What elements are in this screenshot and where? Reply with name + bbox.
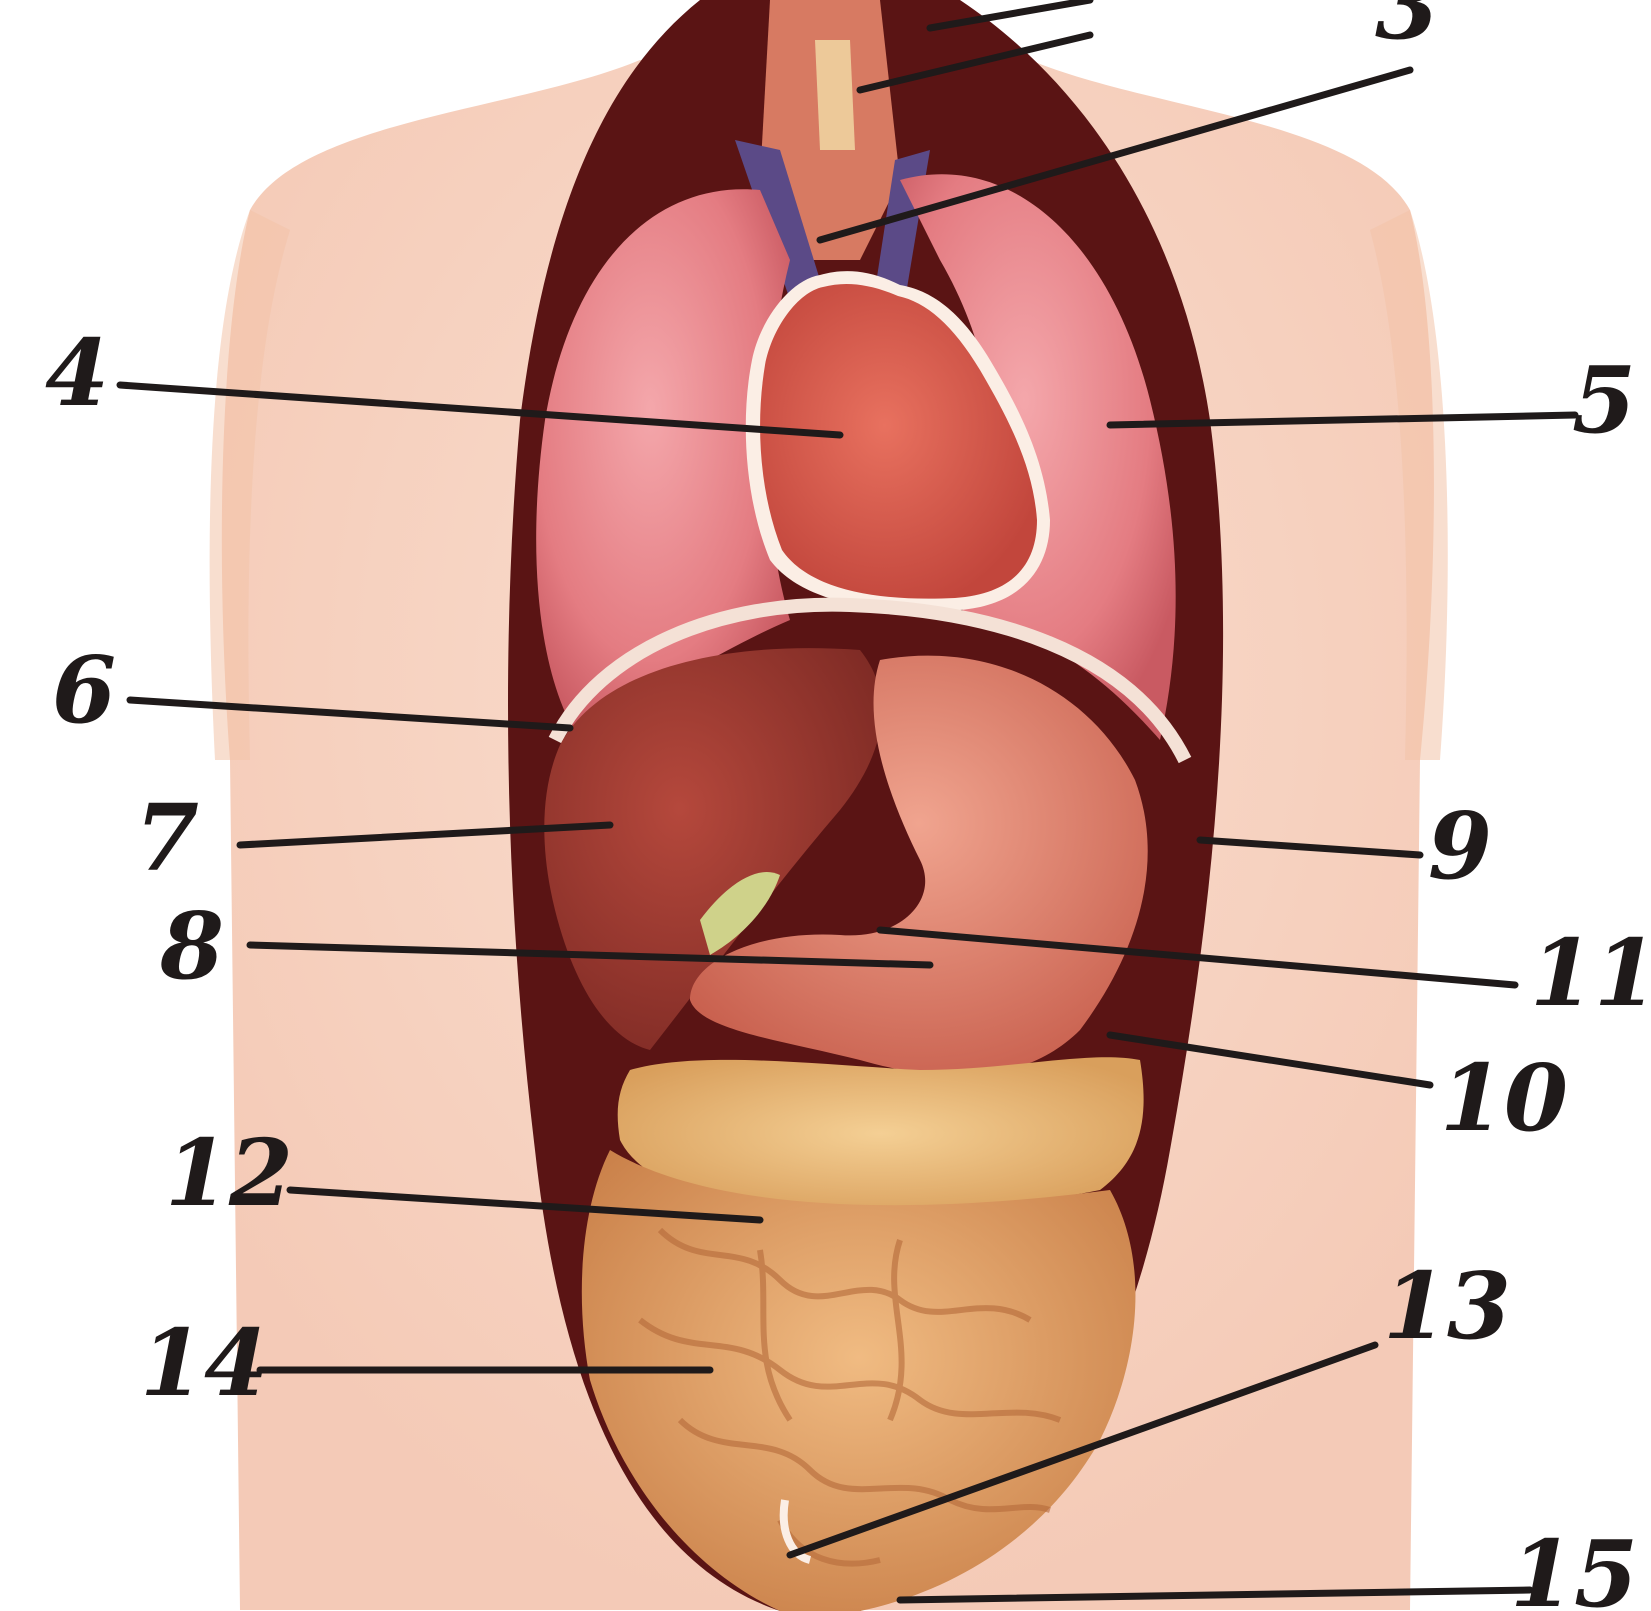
- label-4: 4: [45, 319, 109, 427]
- label-13: 13: [1383, 1252, 1511, 1360]
- label-6: 6: [52, 636, 116, 744]
- label-14: 14: [140, 1309, 268, 1417]
- label-12: 12: [165, 1119, 293, 1227]
- esophagus: [815, 40, 855, 150]
- label-11: 11: [1530, 919, 1651, 1027]
- label-15: 15: [1510, 1520, 1638, 1611]
- label-8: 8: [159, 892, 224, 1000]
- label-10: 10: [1440, 1044, 1568, 1152]
- label-9: 9: [1428, 792, 1492, 900]
- label-3-top: 3: [1375, 0, 1439, 60]
- label-5: 5: [1572, 346, 1636, 454]
- label-7: 7: [135, 784, 199, 892]
